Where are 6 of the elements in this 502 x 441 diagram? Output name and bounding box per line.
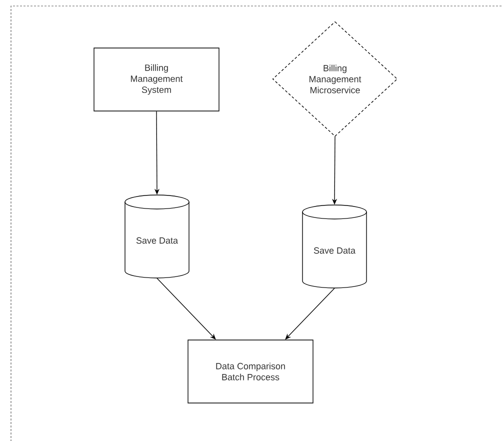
database-cylinder: Save Data [302,204,367,288]
node-label: Save Data [136,237,178,244]
node-label: Save Data [314,247,356,254]
process-box: Billing Management System [94,48,220,112]
database-cylinder: Save Data [124,194,190,278]
process-box: Data Comparison Batch Process [188,340,314,404]
